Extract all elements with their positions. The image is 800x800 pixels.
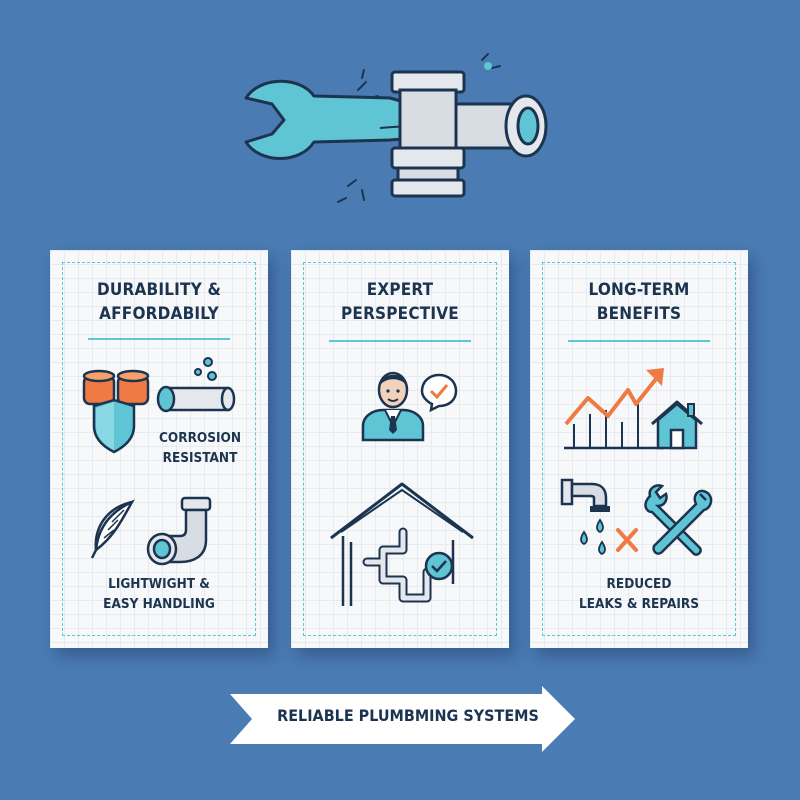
panel-title: EXPERT PERSPECTIVE bbox=[291, 278, 509, 326]
panel-title-line: AFFORDABILY bbox=[99, 304, 219, 324]
panel-title: LONG-TERM BENEFITS bbox=[530, 278, 748, 326]
panel-title-line: PERSPECTIVE bbox=[341, 304, 459, 324]
panel-benefits: LONG-TERM BENEFITS bbox=[530, 250, 748, 648]
house-icon bbox=[651, 400, 703, 450]
caption-line: CORROSION bbox=[158, 430, 241, 446]
panel-title-line: DURABILITY & bbox=[96, 280, 222, 300]
growth-chart-icon bbox=[564, 368, 664, 450]
coins-shield-icon bbox=[82, 369, 150, 454]
caption-line: LIGHTWIGHT & bbox=[108, 576, 210, 592]
caption-line: RESISTANT bbox=[162, 450, 238, 466]
caption-lightweight: LIGHTWIGHT & EASY HANDLING bbox=[70, 574, 248, 614]
panel-border bbox=[542, 262, 736, 636]
panel-title-line: BENEFITS bbox=[596, 304, 682, 324]
checkmark-bubble-icon bbox=[420, 373, 458, 412]
panel-border bbox=[62, 262, 256, 636]
crossed-tools-icon bbox=[644, 484, 713, 556]
arrow-banner bbox=[230, 686, 575, 752]
panel-expert: EXPERT PERSPECTIVE bbox=[291, 250, 509, 648]
pipe-bubbles-icon bbox=[156, 357, 236, 413]
title-divider bbox=[568, 340, 710, 342]
panel-title: DURABILITY & AFFORDABILY bbox=[50, 278, 268, 326]
panel-border bbox=[303, 262, 497, 636]
house-pipes-icon bbox=[330, 482, 474, 606]
leaking-faucet-icon bbox=[560, 478, 638, 556]
caption-corrosion: CORROSION RESISTANT bbox=[146, 428, 254, 468]
elbow-pipe-icon bbox=[146, 496, 212, 566]
banner-label: RELIABLE PLUMBMING SYSTEMS bbox=[277, 706, 539, 725]
panel-title-line: LONG-TERM bbox=[588, 280, 690, 300]
panel-durability: DURABILITY & AFFORDABILY CORROSION RESIS… bbox=[50, 250, 268, 648]
caption-leaks: REDUCED LEAKS & REPAIRS bbox=[550, 574, 728, 614]
caption-line: REDUCED bbox=[606, 576, 672, 592]
wrench-pipe-icon bbox=[244, 53, 548, 203]
caption-line: EASY HANDLING bbox=[103, 596, 215, 612]
title-divider bbox=[329, 340, 471, 342]
feather-icon bbox=[90, 499, 135, 559]
title-divider bbox=[88, 338, 230, 340]
panel-title-line: EXPERT bbox=[366, 280, 434, 300]
caption-line: LEAKS & REPAIRS bbox=[579, 596, 699, 612]
expert-person-icon bbox=[361, 371, 425, 442]
